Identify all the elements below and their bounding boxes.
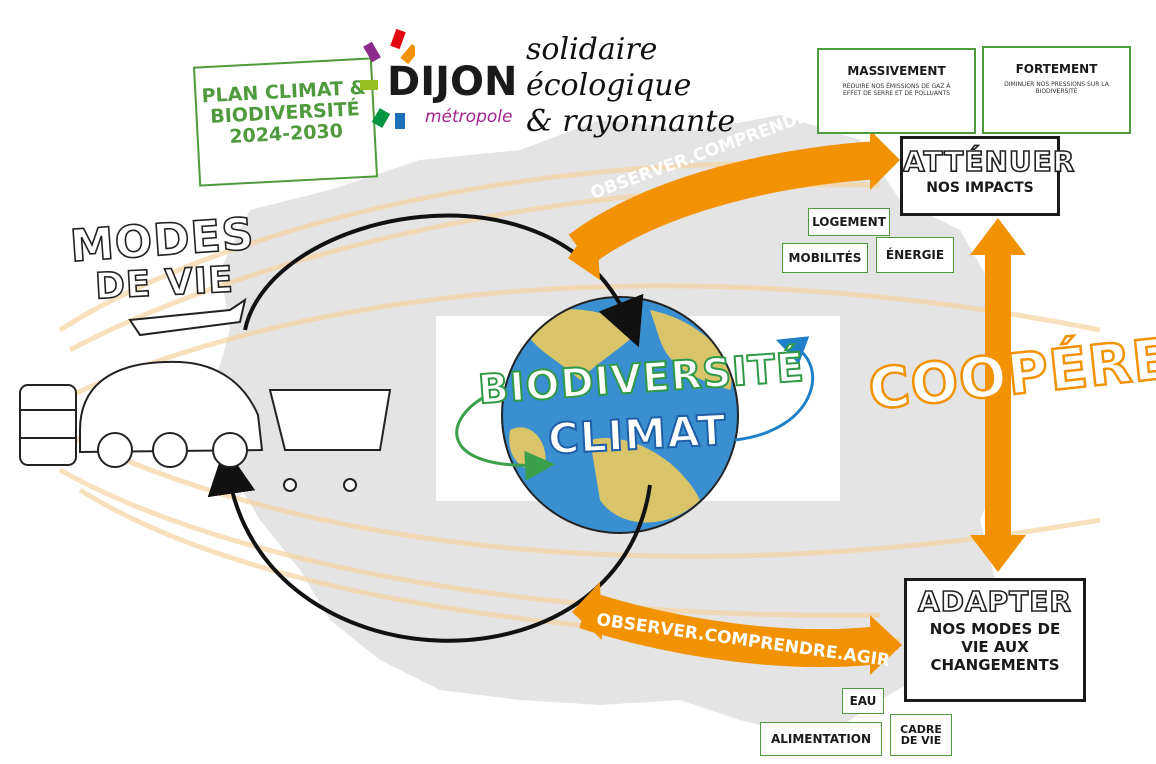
logo-main-text: DIJON bbox=[387, 59, 518, 105]
adapter-sub-3: CHANGEMENTS bbox=[930, 656, 1060, 674]
tag-energie: ÉNERGIE bbox=[876, 237, 954, 273]
massivement-box: MASSIVEMENT RÉDUIRE NOS ÉMISSIONS DE GAZ… bbox=[817, 48, 976, 134]
tag-cadre-de-vie: CADRE DE VIE bbox=[890, 714, 952, 756]
observer-arrow-bottom bbox=[572, 582, 902, 675]
cycle-arrow-bottom bbox=[207, 446, 652, 643]
adapter-sub-1: NOS MODES DE bbox=[929, 620, 1061, 638]
observer-arrow-top bbox=[568, 130, 900, 280]
car-icon bbox=[79, 360, 264, 454]
attenuer-title: ATTÉNUER bbox=[902, 144, 1076, 179]
fortement-box: FORTEMENT DIMINUER NOS PRESSIONS SUR LA … bbox=[982, 46, 1131, 134]
adapter-title: ADAPTER bbox=[917, 584, 1072, 619]
airplane-icon bbox=[128, 297, 247, 337]
climat-label: CLIMAT bbox=[546, 404, 729, 464]
massivement-title: MASSIVEMENT bbox=[847, 64, 946, 78]
lifestyle-doodles bbox=[19, 297, 392, 492]
fortement-text: DIMINUER NOS PRESSIONS SUR LA BIODIVERSI… bbox=[1004, 81, 1109, 95]
green-loop-arrow bbox=[455, 393, 555, 481]
plan-climat-box: PLAN CLIMAT & BIODIVERSITÉ 2024-2030 bbox=[192, 57, 379, 187]
tag-eau: EAU bbox=[842, 688, 884, 714]
blue-loop-arrow bbox=[734, 336, 814, 442]
tag-logement: LOGEMENT bbox=[808, 208, 890, 236]
adapter-sub-2: VIE AUX bbox=[961, 638, 1029, 656]
slogan-line-1: solidaire bbox=[526, 32, 658, 67]
tag-alimentation: ALIMENTATION bbox=[760, 722, 882, 756]
slogan-line-3: & rayonnante bbox=[526, 104, 736, 139]
dijon-logo: DIJON métropole bbox=[355, 25, 525, 135]
adapter-box: ADAPTER NOS MODES DE VIE AUX CHANGEMENTS bbox=[904, 578, 1086, 702]
slogan: solidaire écologique & rayonnante bbox=[526, 32, 735, 140]
modes-sub: DE VIE bbox=[93, 259, 235, 309]
attenuer-sub: NOS IMPACTS bbox=[926, 180, 1034, 196]
barrel-icon bbox=[19, 384, 77, 466]
logo-petals-icon bbox=[360, 28, 415, 129]
slogan-line-2: écologique bbox=[526, 68, 692, 103]
attenuer-box: ATTÉNUER NOS IMPACTS bbox=[900, 136, 1076, 216]
shopping-cart-icon bbox=[268, 389, 392, 451]
globe-icon bbox=[501, 296, 739, 534]
tag-mobilites: MOBILITÉS bbox=[782, 243, 868, 273]
massivement-text: RÉDUIRE NOS ÉMISSIONS DE GAZ À EFFET DE … bbox=[842, 83, 951, 97]
adapter-subtitle: NOS MODES DE VIE AUX CHANGEMENTS bbox=[907, 620, 1083, 674]
fortement-title: FORTEMENT bbox=[1015, 62, 1098, 76]
logo-sub-text: métropole bbox=[425, 107, 513, 127]
cooperer-double-arrow bbox=[970, 218, 1026, 572]
